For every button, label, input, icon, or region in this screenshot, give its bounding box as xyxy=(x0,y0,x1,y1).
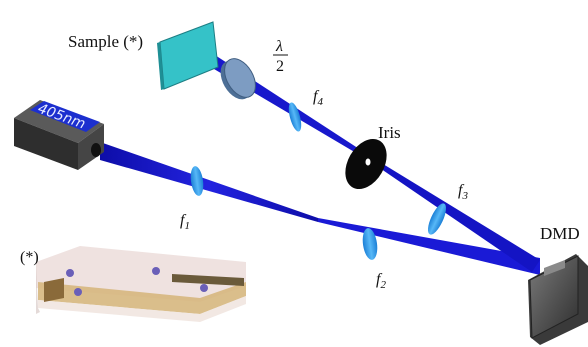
sample-label: Sample (*) xyxy=(68,32,143,51)
sample-inset-illustration xyxy=(36,246,246,322)
beam-segment-focus-to-dmd xyxy=(318,218,540,275)
beam-segment-laser-to-focus xyxy=(100,142,318,222)
lens-f4 xyxy=(288,102,302,132)
lens-f1-label-base: f xyxy=(180,212,187,229)
iris-diaphragm xyxy=(345,138,387,190)
lambda-denominator: 2 xyxy=(276,58,284,75)
lambda-over-two-label: λ 2 xyxy=(273,38,288,75)
beam-segment-dmd-to-iris xyxy=(368,156,540,272)
iris-label: Iris xyxy=(378,123,401,142)
lens-f1-label: f1 xyxy=(180,212,190,232)
lens-f2-label: f2 xyxy=(376,271,386,291)
lambda-symbol: λ xyxy=(275,38,283,55)
sample-slide xyxy=(157,21,219,90)
lens-f4-label-base: f xyxy=(313,88,320,105)
particle xyxy=(152,267,160,275)
lens-f1 xyxy=(190,166,204,196)
lens-f2-label-base: f xyxy=(376,271,383,288)
lens-f2-label-sub: 2 xyxy=(380,279,386,291)
lens-f3-label: f3 xyxy=(458,182,468,202)
particle xyxy=(200,284,208,292)
dmd-label: DMD xyxy=(540,224,580,243)
lens-f4-label: f4 xyxy=(313,88,323,108)
half-wave-plate xyxy=(220,58,256,100)
lens-f3-label-base: f xyxy=(458,182,465,199)
particle xyxy=(66,269,74,277)
inset-label: (*) xyxy=(20,249,39,266)
particle xyxy=(74,288,82,296)
dmd-device xyxy=(528,254,588,345)
laser-source xyxy=(14,100,104,170)
lens-f1-label-sub: 1 xyxy=(184,220,190,232)
lens-f3-label-sub: 3 xyxy=(461,190,468,202)
lens-f4-label-sub: 4 xyxy=(317,96,323,108)
lens-f3 xyxy=(427,203,447,235)
lens-f2 xyxy=(362,228,378,260)
